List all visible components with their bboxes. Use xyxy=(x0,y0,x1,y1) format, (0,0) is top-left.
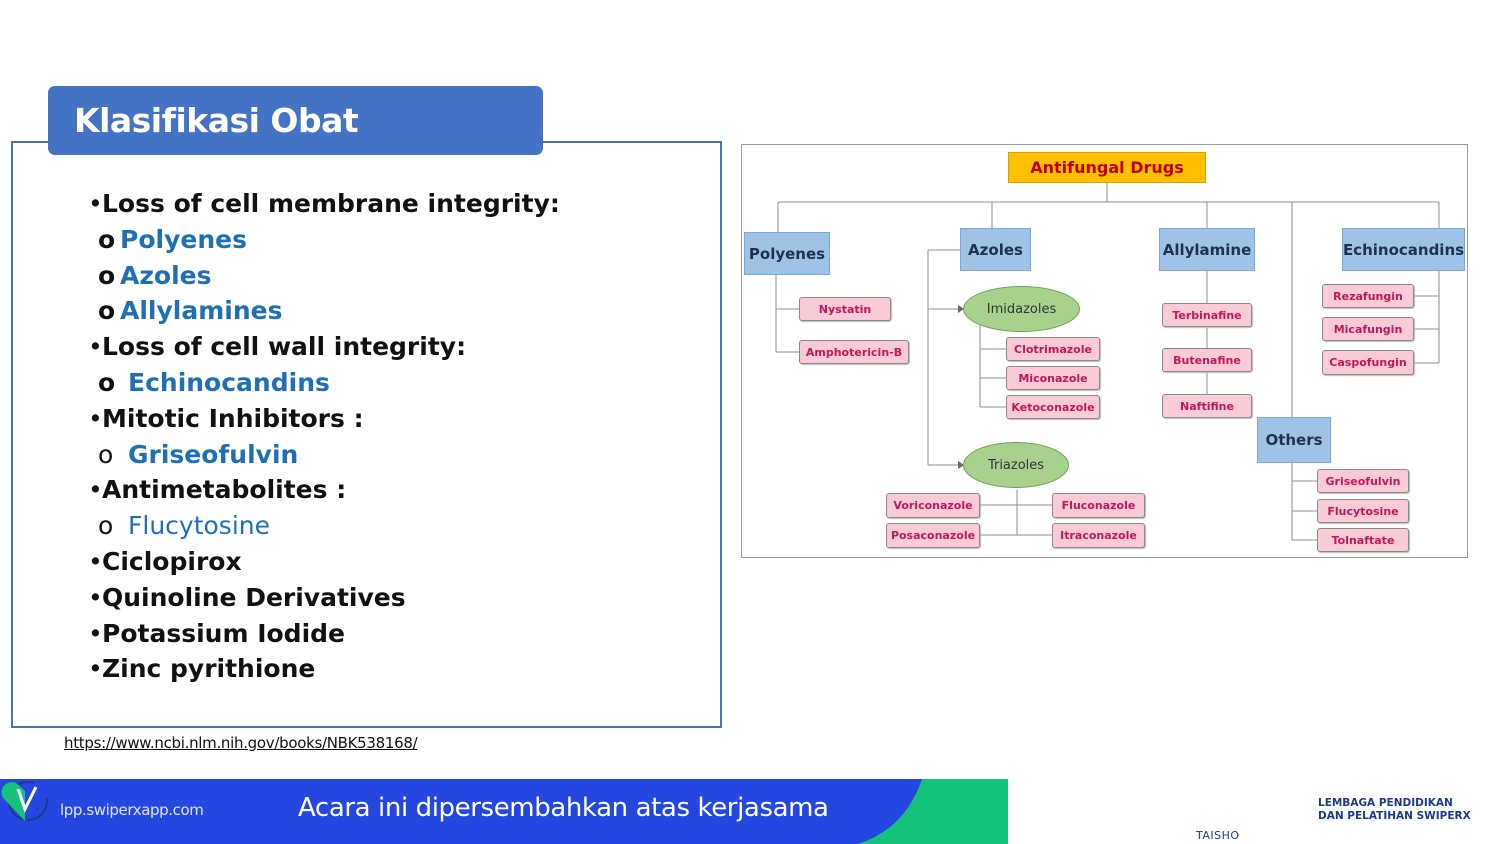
drug-voriconazole: Voriconazole xyxy=(886,493,980,518)
list-item: •Loss of cell membrane integrity: xyxy=(88,189,560,218)
drug-flucytosine: Flucytosine xyxy=(1317,499,1409,523)
diagram-connectors xyxy=(775,183,1440,541)
drug-terbinafine: Terbinafine xyxy=(1162,303,1252,327)
subgroup-imidazoles: Imidazoles xyxy=(963,286,1080,332)
footer-banner xyxy=(0,779,1008,844)
taisho-label: TAISHO xyxy=(1196,829,1240,842)
drug-fluconazole: Fluconazole xyxy=(1052,493,1145,518)
list-item: •Zinc pyrithione xyxy=(88,654,316,684)
antifungal-diagram: Antifungal Drugs Polyenes Azoles Allylam… xyxy=(741,144,1468,558)
list-item: •Ciclopirox xyxy=(88,546,242,576)
site-url: lpp.swiperxapp.com xyxy=(60,801,204,819)
category-azoles: Azoles xyxy=(960,228,1031,271)
category-others: Others xyxy=(1257,417,1331,463)
subgroup-triazoles: Triazoles xyxy=(963,442,1069,488)
footer-text: Acara ini dipersembahkan atas kerjasama xyxy=(298,793,829,823)
footer: lpp.swiperxapp.com Acara ini dipersembah… xyxy=(0,779,1500,844)
drug-posaconazole: Posaconazole xyxy=(886,523,980,548)
drug-caspofungin: Caspofungin xyxy=(1322,350,1414,375)
category-echinocandins: Echinocandins xyxy=(1342,228,1465,271)
drug-amphotericin-b: Amphotericin-B xyxy=(799,340,909,364)
list-item: •Antimetabolites : xyxy=(88,475,347,505)
drug-rezafungin: Rezafungin xyxy=(1322,284,1414,308)
drug-clotrimazole: Clotrimazole xyxy=(1006,337,1100,361)
drug-nystatin: Nystatin xyxy=(799,297,891,321)
lpp-heart-icon xyxy=(1,782,49,821)
list-item: •Quinoline Derivatives xyxy=(88,582,406,612)
drug-ketoconazole: Ketoconazole xyxy=(1006,395,1100,419)
drug-itraconazole: Itraconazole xyxy=(1052,523,1145,548)
list-item: •Potassium Iodide xyxy=(88,618,345,648)
drug-miconazole: Miconazole xyxy=(1006,366,1100,390)
drug-naftifine: Naftifine xyxy=(1162,394,1252,418)
lpp-brand-text: LEMBAGA PENDIDIKAN DAN PELATIHAN SWIPERX xyxy=(1318,797,1471,822)
list-item: •Mitotic Inhibitors : xyxy=(88,403,364,433)
category-allylamine: Allylamine xyxy=(1159,228,1255,271)
drug-griseofulvin: Griseofulvin xyxy=(1317,469,1409,493)
drug-micafungin: Micafungin xyxy=(1322,317,1414,341)
drug-tolnaftate: Tolnaftate xyxy=(1317,528,1409,552)
category-polyenes: Polyenes xyxy=(744,232,830,275)
source-link[interactable]: https://www.ncbi.nlm.nih.gov/books/NBK53… xyxy=(64,734,418,752)
drug-butenafine: Butenafine xyxy=(1162,348,1252,372)
slide-title: Klasifikasi Obat Antijamur xyxy=(48,86,543,209)
root-node: Antifungal Drugs xyxy=(1008,152,1206,183)
list-item: •Loss of cell wall integrity: xyxy=(88,332,467,362)
